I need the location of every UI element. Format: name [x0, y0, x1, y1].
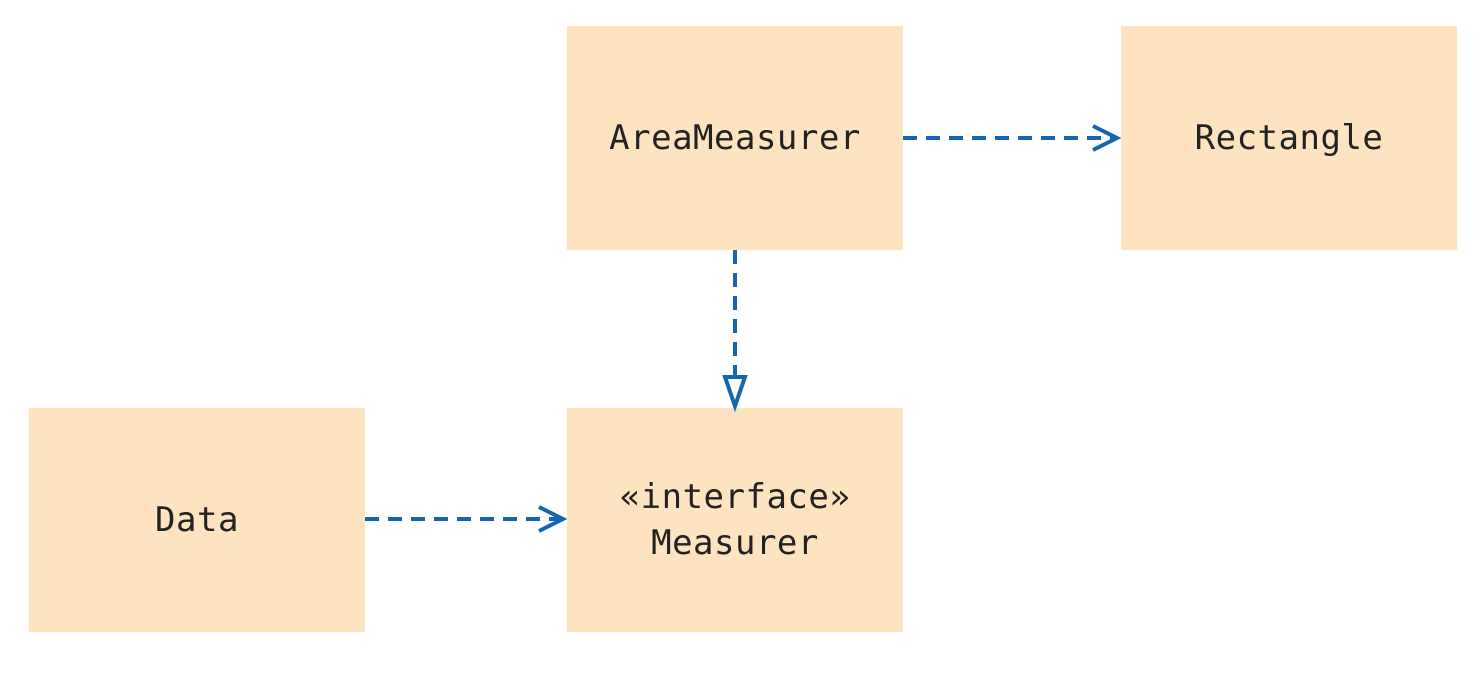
class-box-rectangle: Rectangle [1121, 26, 1457, 250]
realization-area-to-measurer [722, 250, 748, 413]
open-arrowhead [538, 505, 568, 533]
hollow-triangle-arrowhead [722, 375, 748, 413]
class-name-data: Data [155, 500, 239, 540]
class-name-area-measurer: AreaMeasurer [609, 118, 861, 158]
class-name-measurer: Measurer [651, 523, 819, 563]
dependency-data-to-measurer [365, 505, 568, 533]
class-box-measurer: «interface» Measurer [567, 408, 903, 632]
class-box-area-measurer: AreaMeasurer [567, 26, 903, 250]
dependency-area-to-rectangle [903, 124, 1122, 152]
stereotype-label: «interface» [619, 477, 851, 517]
class-name-rectangle: Rectangle [1194, 118, 1384, 158]
class-box-data: Data [29, 408, 365, 632]
open-arrowhead [1092, 124, 1122, 152]
